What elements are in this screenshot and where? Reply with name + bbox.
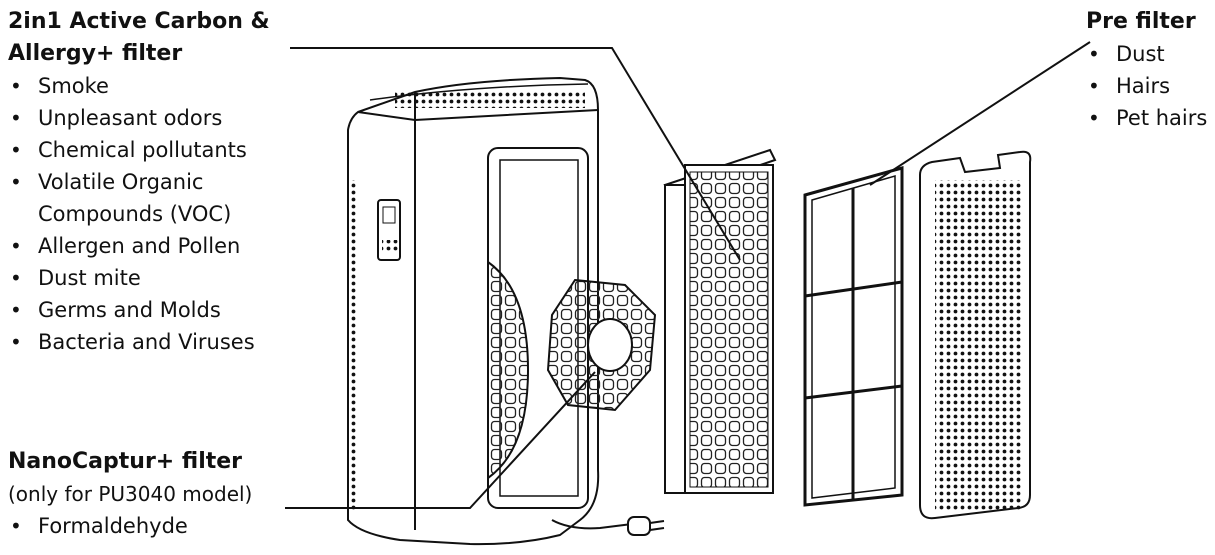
list-item: Chemical pollutants [8, 134, 270, 166]
active-carbon-list: Smoke Unpleasant odors Chemical pollutan… [8, 70, 270, 358]
nanocaptur-label: NanoCaptur+ filter (only for PU3040 mode… [8, 446, 252, 542]
list-item-continuation: Compounds (VOC) [38, 202, 232, 226]
leader-lines [285, 41, 1091, 509]
list-item: Smoke [8, 70, 270, 102]
list-item: Dust [1086, 38, 1207, 70]
nanocaptur-subtitle: (only for PU3040 model) [8, 482, 253, 506]
nanocaptur-list: Formaldehyde [8, 510, 252, 542]
fan [487, 260, 530, 480]
list-item: Hairs [1086, 70, 1207, 102]
back-cover [919, 150, 1032, 520]
list-item: Volatile Organic [8, 166, 270, 198]
pre-filter-list: Dust Hairs Pet hairs [1086, 38, 1207, 134]
leader-pre-filter [869, 41, 1091, 186]
list-item: Unpleasant odors [8, 102, 270, 134]
list-item: Allergen and Pollen [8, 230, 270, 262]
active-carbon-title-line2: Allergy+ filter [8, 41, 183, 66]
purifier-body [347, 76, 600, 546]
active-carbon-label: 2in1 Active Carbon & Allergy+ filter Smo… [8, 6, 270, 358]
leader-nanocaptur [285, 371, 596, 509]
nanocaptur-filter-shape [546, 278, 657, 412]
pre-filter-frame [803, 166, 904, 507]
list-item: Pet hairs [1086, 102, 1207, 134]
pre-filter-label: Pre filter Dust Hairs Pet hairs [1086, 6, 1207, 134]
list-item: Dust mite [8, 262, 270, 294]
power-cord [551, 516, 665, 536]
nanocaptur-title: NanoCaptur+ filter [8, 449, 243, 474]
list-item: Germs and Molds [8, 294, 270, 326]
pre-filter-title: Pre filter [1086, 9, 1196, 34]
list-item: Bacteria and Viruses [8, 326, 270, 358]
leader-active-carbon [290, 47, 741, 261]
carbon-allergy-filter [663, 148, 777, 494]
active-carbon-title-line1: 2in1 Active Carbon & [8, 9, 270, 34]
list-item: Formaldehyde [8, 510, 252, 542]
